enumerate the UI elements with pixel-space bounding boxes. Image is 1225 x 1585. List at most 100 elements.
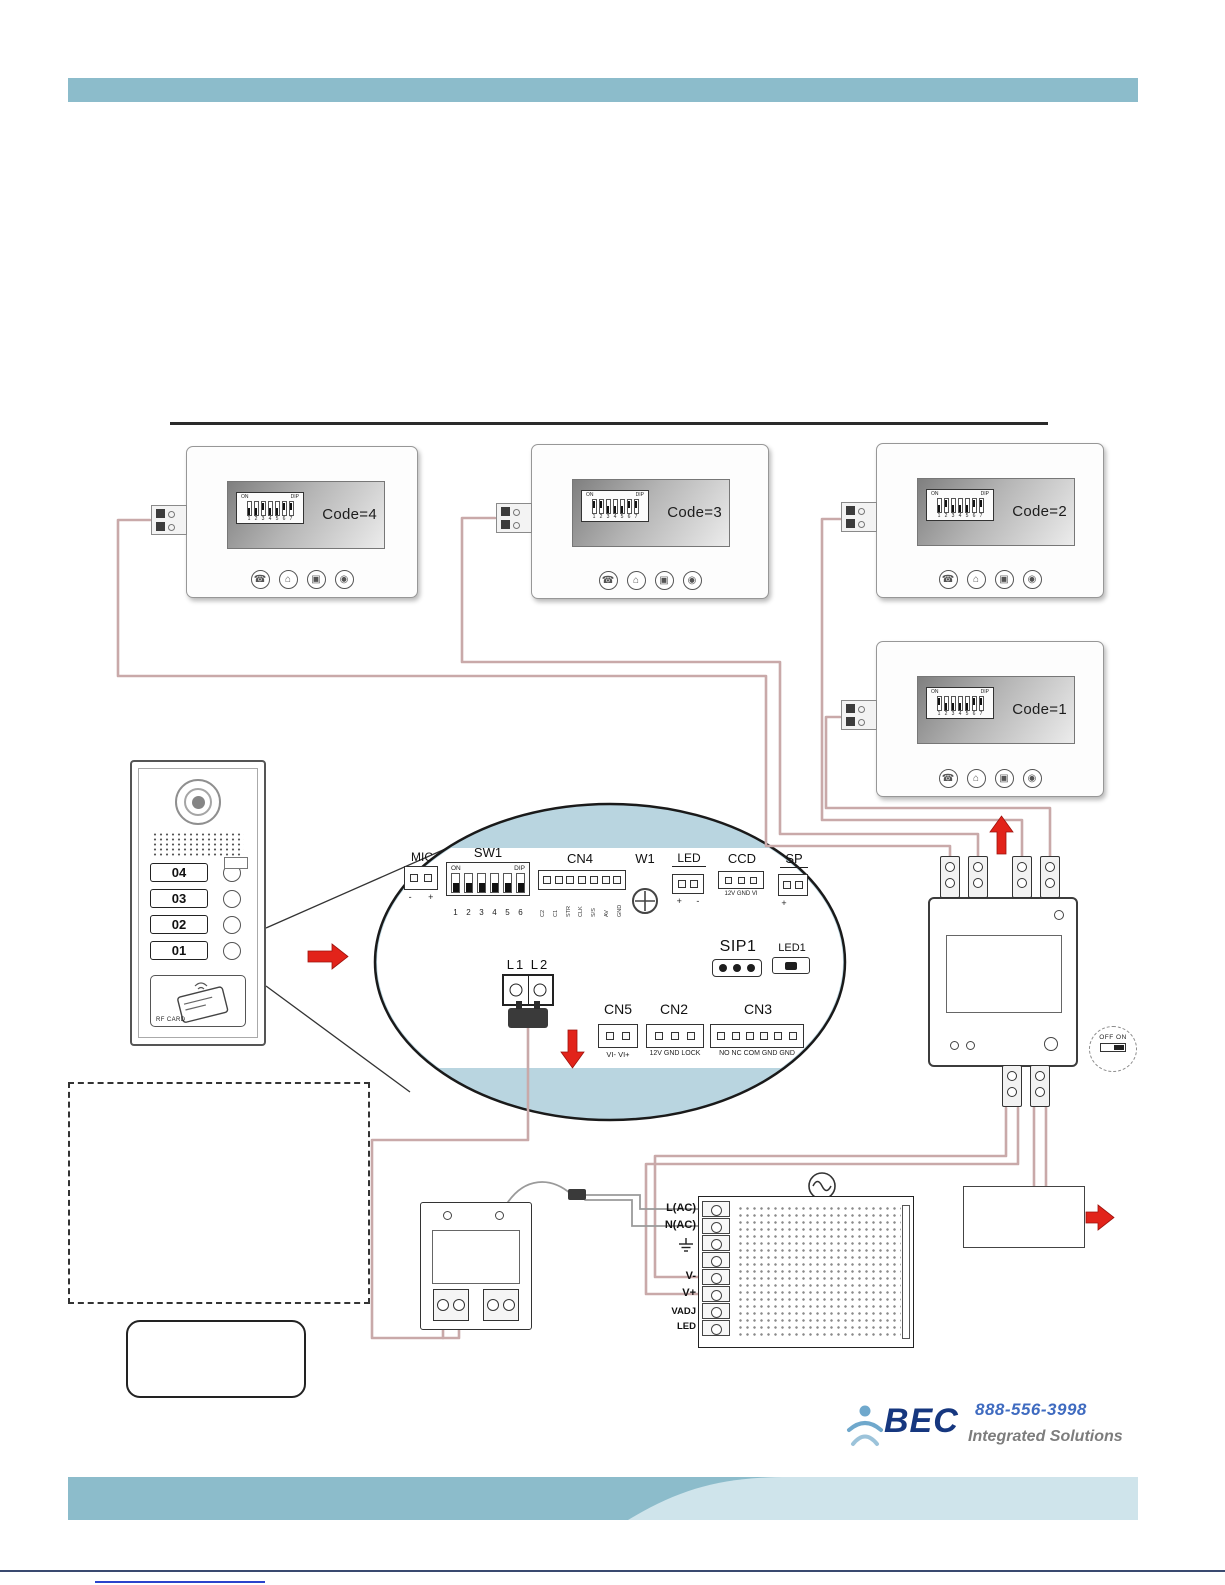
psu-label-vminus: V- (685, 1270, 696, 1282)
ccd-connector (718, 871, 764, 889)
cn2-connector (646, 1024, 704, 1048)
wire-monitor-code4 (116, 518, 952, 868)
monitor-code2-connector (841, 502, 877, 532)
transformer-terminal-right (483, 1289, 519, 1321)
dip-number: 7 (634, 514, 638, 520)
l1l2-plug (508, 1001, 548, 1028)
dip-switch (964, 696, 970, 711)
call-row: 03 (150, 889, 246, 908)
dip-switch (943, 498, 949, 513)
dip-number: 2 (944, 711, 948, 717)
cn2-label: CN2 (659, 1001, 688, 1017)
code-label: Code=2 (1012, 503, 1067, 520)
cn2-pins: 12V GND LOCK (649, 1050, 701, 1057)
call-row: 01 (150, 941, 246, 960)
dip-number: 6 (518, 908, 523, 917)
footer-link-underline (95, 1581, 265, 1583)
dip-number: 4 (492, 908, 497, 917)
notes-rounded-box (126, 1320, 306, 1398)
cn5-connector (598, 1024, 638, 1048)
dip-switch (274, 501, 280, 516)
psu-label-lac: L(AC) (666, 1202, 696, 1214)
led-label: LED (672, 851, 706, 867)
ccd-label: CCD (727, 851, 757, 866)
psu-side-rail (902, 1205, 910, 1339)
psu-label-vplus: V+ (682, 1287, 696, 1299)
monitor-buttons: ☎⌂▣◉ (187, 570, 417, 589)
wire-ac-line-n (584, 1199, 703, 1227)
dip-number: 4 (958, 513, 962, 519)
power-supply (698, 1196, 914, 1348)
transformer-label-window (432, 1230, 520, 1284)
monitor-buttons: ☎⌂▣◉ (877, 769, 1103, 788)
unlock-icon: ⌂ (966, 769, 986, 788)
camera-lens-icon (175, 779, 221, 825)
adjust-icon: ◉ (1022, 769, 1042, 788)
dip-dip-label: DIP (635, 492, 644, 498)
bottom-band (68, 1477, 1138, 1520)
dip-switch (957, 696, 963, 711)
pin-label: STR (565, 906, 572, 917)
wire-psu-vminus-to-distributor (653, 1106, 1008, 1279)
speaker-grille (152, 832, 244, 856)
led1-label: LED1 (778, 942, 806, 954)
dip-number: 6 (282, 516, 286, 522)
code-label: Code=4 (322, 506, 377, 523)
dip-switch (503, 873, 512, 893)
monitor-icon: ▣ (994, 769, 1014, 788)
distributor-label-window (946, 935, 1062, 1013)
dip-number: 2 (944, 513, 948, 519)
dip-number: 6 (972, 513, 976, 519)
dip-switch (619, 499, 625, 514)
dip-number: 3 (479, 908, 484, 917)
brand-name: BEC (884, 1402, 959, 1440)
mic-connector (404, 866, 438, 890)
dip-number: 7 (979, 711, 983, 717)
distributor-bottom-plug-2 (1030, 1065, 1050, 1107)
unit-number-label: 01 (150, 941, 208, 960)
dip-switch (964, 498, 970, 513)
dip-switch (943, 696, 949, 711)
psu-terminal-strip (702, 1201, 730, 1337)
call-button (223, 889, 241, 908)
terminal (702, 1303, 730, 1319)
cn5-label: CN5 (603, 1001, 632, 1017)
screw-icon (1044, 1037, 1058, 1051)
adjust-icon: ◉ (1022, 570, 1042, 589)
psu-label-nac: N(AC) (664, 1219, 696, 1231)
dip-switch (633, 499, 639, 514)
dip-on-label: ON (931, 491, 939, 497)
dip-number: 1 (937, 711, 941, 717)
zoom-wedge-bottom-line (265, 985, 411, 1093)
unlock-icon: ⌂ (626, 571, 646, 590)
wire-monitor-code2 (820, 517, 1024, 868)
dip-number: 3 (951, 711, 955, 717)
unit-number-label: 04 (150, 863, 208, 882)
dip-switch (605, 499, 611, 514)
sip1-label: SIP1 (719, 938, 757, 955)
dip-number: 7 (979, 513, 983, 519)
cn3-connector (710, 1024, 804, 1048)
talk-icon: ☎ (598, 571, 618, 590)
arrow-box-right (1085, 1204, 1115, 1231)
w1-potentiometer (631, 887, 659, 915)
dip-dip-label: DIP (290, 494, 299, 500)
section-divider (170, 422, 1048, 425)
talk-icon: ☎ (250, 570, 270, 589)
dip-number: 5 (620, 514, 624, 520)
terminal (702, 1201, 730, 1217)
footer-rule (0, 1570, 1225, 1572)
indicator-led (950, 1041, 959, 1050)
dip-number: 4 (268, 516, 272, 522)
dip-switch (516, 873, 525, 893)
distributor-module (928, 897, 1078, 1067)
sp-connector (778, 874, 808, 896)
dip-switch (971, 696, 977, 711)
door-station-panel: 04 03 02 01 (138, 768, 258, 1038)
distributor-top-plug-1 (940, 856, 960, 898)
